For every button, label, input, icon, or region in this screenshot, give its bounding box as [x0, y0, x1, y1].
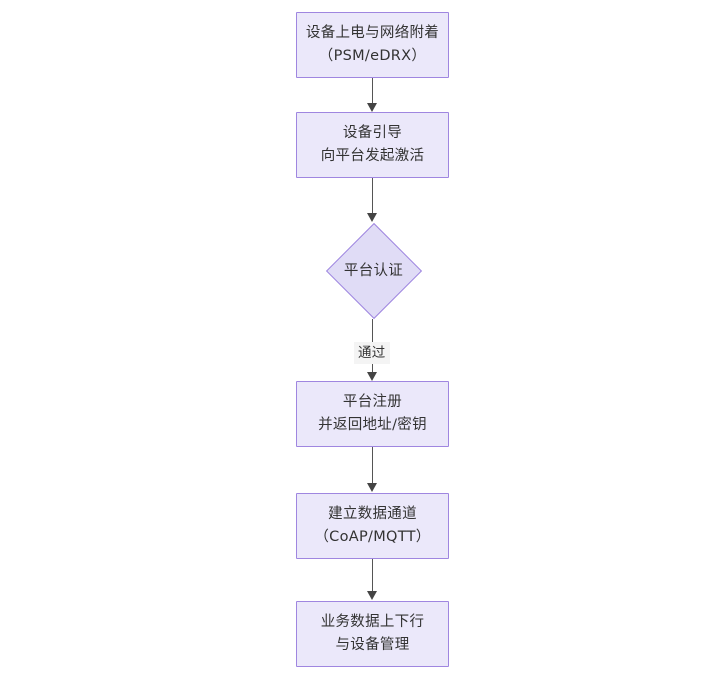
- node-platform-register-line-1: 平台注册: [342, 394, 403, 410]
- arrowhead-register-to-data-channel: [367, 483, 377, 492]
- node-bootstrap-line-1: 设备引导: [342, 125, 403, 141]
- node-bootstrap[interactable]: 设备引导 向平台发起激活: [296, 112, 449, 178]
- connector-power-on-to-bootstrap: [372, 78, 373, 105]
- connector-register-to-data-channel: [372, 447, 373, 485]
- node-business-data[interactable]: 业务数据上下行 与设备管理: [296, 601, 449, 667]
- node-platform-auth[interactable]: 平台认证: [325, 222, 422, 320]
- connector-data-channel-to-business: [372, 559, 373, 593]
- arrowhead-bootstrap-to-platform-auth: [367, 213, 377, 222]
- node-business-data-line-1: 业务数据上下行: [320, 614, 425, 630]
- node-data-channel[interactable]: 建立数据通道 （CoAP/MQTT）: [296, 493, 449, 559]
- node-platform-register[interactable]: 平台注册 并返回地址/密钥: [296, 381, 449, 447]
- node-platform-register-line-2: 并返回地址/密钥: [318, 417, 427, 433]
- connector-bootstrap-to-platform-auth: [372, 178, 373, 215]
- node-power-on-line-1: 设备上电与网络附着: [305, 25, 440, 41]
- arrowhead-data-channel-to-business: [367, 591, 377, 600]
- arrowhead-platform-auth-to-register: [367, 372, 377, 381]
- arrowhead-power-on-to-bootstrap: [367, 103, 377, 112]
- node-business-data-line-2: 与设备管理: [335, 637, 410, 653]
- node-power-on-line-2: （PSM/eDRX）: [318, 48, 427, 64]
- node-data-channel-line-1: 建立数据通道: [328, 506, 417, 522]
- edge-label-pass: 通过: [354, 342, 390, 364]
- node-bootstrap-line-2: 向平台发起激活: [320, 148, 425, 164]
- node-data-channel-line-2: （CoAP/MQTT）: [314, 529, 431, 545]
- node-platform-auth-label: 平台认证: [343, 262, 404, 279]
- node-power-on[interactable]: 设备上电与网络附着 （PSM/eDRX）: [296, 12, 449, 78]
